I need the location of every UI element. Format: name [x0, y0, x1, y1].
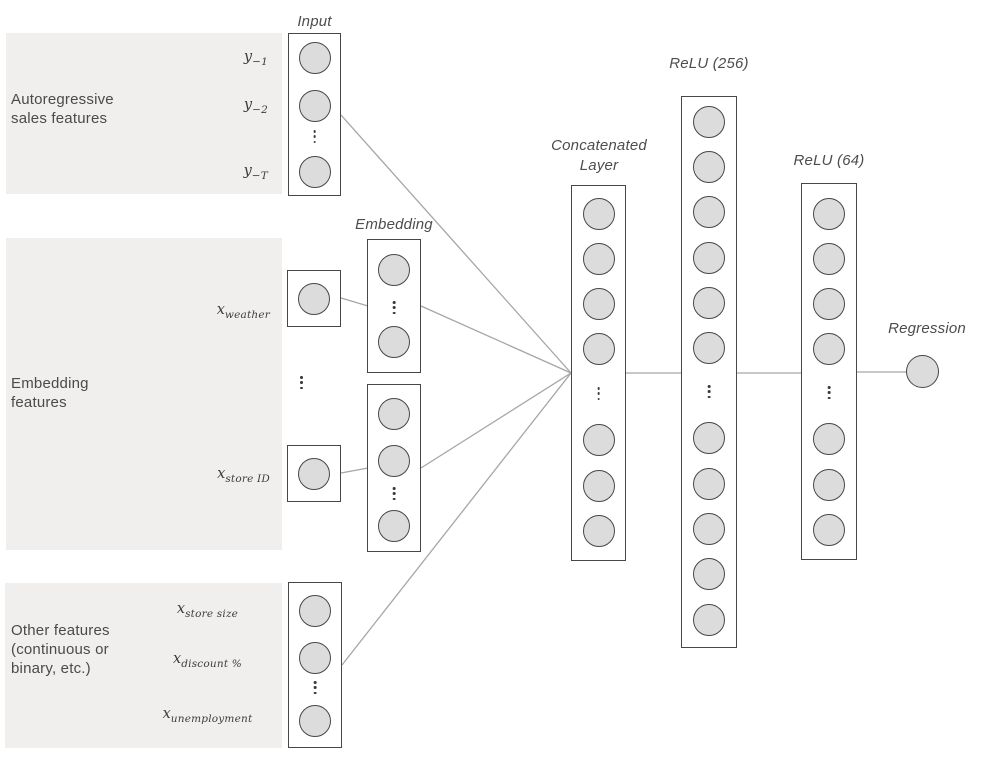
- neuron-node: [299, 704, 331, 737]
- ellipsis-dots: [392, 301, 396, 315]
- neuron-node: [378, 444, 410, 477]
- neuron-node: [813, 332, 845, 365]
- layer-box-concatenated: [571, 185, 626, 561]
- neuron-node: [813, 287, 845, 320]
- neuron-node: [693, 105, 725, 138]
- neuron-node: [582, 332, 615, 365]
- layer-title-input: Input: [297, 13, 332, 30]
- connector-line: [420, 305, 572, 374]
- input-box-store-id: [287, 445, 341, 502]
- output-title-regression: Regression: [888, 320, 966, 337]
- ellipsis-dots: [313, 130, 316, 144]
- neuron-node: [693, 512, 725, 545]
- neuron-node: [813, 242, 845, 275]
- neuron-node: [298, 89, 331, 122]
- panel-autoregressive-features: [6, 33, 282, 194]
- layer-box-embedding-2: [367, 384, 421, 552]
- ellipsis-dots: [707, 385, 711, 399]
- feature-label-y-minus-2: y−2: [243, 97, 268, 116]
- connector-line: [340, 467, 369, 474]
- neuron-node: [378, 397, 410, 430]
- neuron-node: [693, 421, 725, 454]
- feature-label-x-store-size: xstore size: [176, 601, 239, 620]
- layer-box-relu256: [681, 96, 737, 648]
- neuron-node: [582, 287, 615, 320]
- neuron-node: [298, 41, 331, 74]
- layer-box-other-features: [288, 582, 342, 748]
- neuron-node: [693, 241, 725, 274]
- feature-label-x-weather: xweather: [216, 302, 270, 321]
- neuron-node: [693, 195, 725, 228]
- neuron-node: [378, 325, 410, 358]
- panel-embedding-features: [6, 238, 282, 550]
- feature-label-y-minus-1: y−1: [243, 49, 268, 68]
- layer-title-embedding: Embedding: [355, 216, 433, 233]
- neuron-node: [299, 594, 331, 627]
- neuron-node: [298, 282, 330, 315]
- connector-line: [340, 297, 369, 307]
- neuron-node: [378, 253, 410, 286]
- neuron-node: [693, 603, 725, 636]
- ellipsis-dots: [300, 376, 303, 390]
- input-box-weather: [287, 270, 341, 327]
- layer-box-relu64: [801, 183, 857, 560]
- neuron-node: [378, 509, 410, 542]
- regression-output-node: [906, 355, 939, 388]
- feature-label-x-discount: xdiscount %: [173, 651, 242, 670]
- neuron-node: [582, 423, 615, 456]
- neuron-node: [582, 197, 615, 230]
- layer-title-relu256: ReLU (256): [669, 55, 749, 72]
- neuron-node: [298, 457, 330, 490]
- neuron-node: [813, 468, 845, 501]
- neuron-node: [813, 513, 845, 546]
- ellipsis-dots: [313, 681, 317, 695]
- neuron-node: [813, 422, 845, 455]
- neuron-node: [813, 197, 845, 230]
- panel-other-features: [5, 583, 282, 748]
- neuron-node: [693, 331, 725, 364]
- ellipsis-dots: [392, 487, 396, 501]
- neuron-node: [693, 467, 725, 500]
- neuron-node: [299, 641, 331, 674]
- neuron-node: [582, 242, 615, 275]
- ellipsis-dots: [597, 387, 600, 401]
- layer-title-relu64: ReLU (64): [793, 152, 865, 169]
- ellipsis-dots: [827, 386, 831, 400]
- neuron-node: [693, 286, 725, 319]
- layer-box-input: [288, 33, 341, 196]
- feature-label-x-store-id: xstore ID: [217, 466, 270, 485]
- layer-box-embedding-1: [367, 239, 421, 373]
- feature-label-y-minus-T: y−T: [243, 163, 268, 182]
- feature-label-x-unemployment: xunemployment: [162, 706, 253, 725]
- neuron-node: [693, 150, 725, 183]
- neuron-node: [693, 557, 725, 590]
- neuron-node: [582, 514, 615, 547]
- connector-line: [420, 372, 572, 469]
- neuron-node: [582, 469, 615, 502]
- neuron-node: [298, 155, 331, 188]
